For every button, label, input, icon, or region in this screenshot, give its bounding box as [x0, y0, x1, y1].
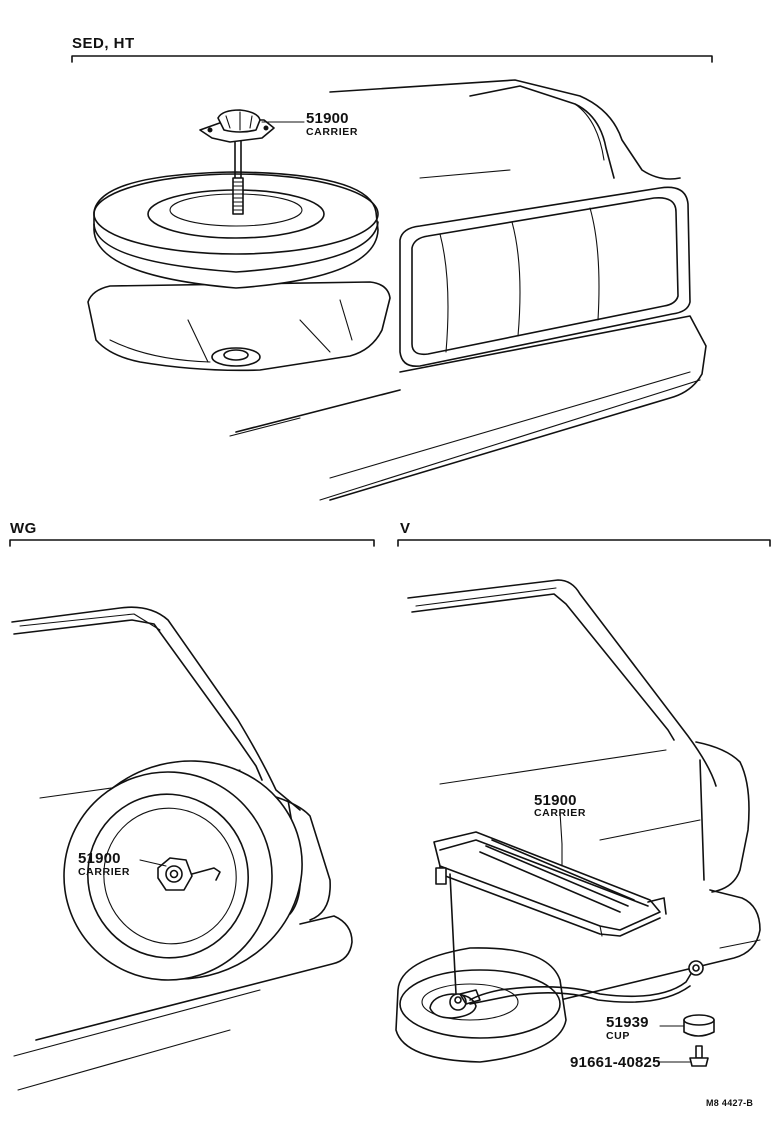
- wg-carrier-part-number: 51900: [78, 850, 121, 867]
- v-carrier-part-name: CARRIER: [534, 807, 587, 819]
- wg-carrier-part-name: CARRIER: [78, 866, 131, 878]
- v-bolt-part-number: 91661-40825: [570, 1054, 661, 1071]
- sed-carrier-part-number: 51900: [306, 110, 349, 127]
- section-title-v: V: [400, 520, 411, 537]
- v-carrier-part-number: 51900: [534, 792, 577, 809]
- sed-carrier-hardware: [199, 109, 305, 215]
- v-cup-part-number: 51939: [606, 1014, 649, 1031]
- figure-code: M8 4427-B: [706, 1098, 754, 1108]
- section-bracket-wg: [9, 539, 375, 547]
- section-bracket-v: [397, 539, 771, 547]
- v-cup-and-bolt: [659, 1014, 715, 1067]
- sed-spare-tire-well: [87, 281, 391, 372]
- v-body: [407, 579, 761, 1001]
- wg-spare-tire: [63, 760, 303, 981]
- v-carrier-tray: [433, 811, 704, 1005]
- sed-trunk-body: [229, 79, 707, 501]
- section-title-wg: WG: [10, 520, 37, 537]
- sed-carrier-part-name: CARRIER: [306, 126, 359, 138]
- section-bracket-sed-ht: [71, 55, 713, 63]
- v-cup-part-name: CUP: [606, 1030, 630, 1042]
- section-title-sed-ht: SED, HT: [72, 35, 135, 52]
- v-spare-tire: [395, 947, 567, 1063]
